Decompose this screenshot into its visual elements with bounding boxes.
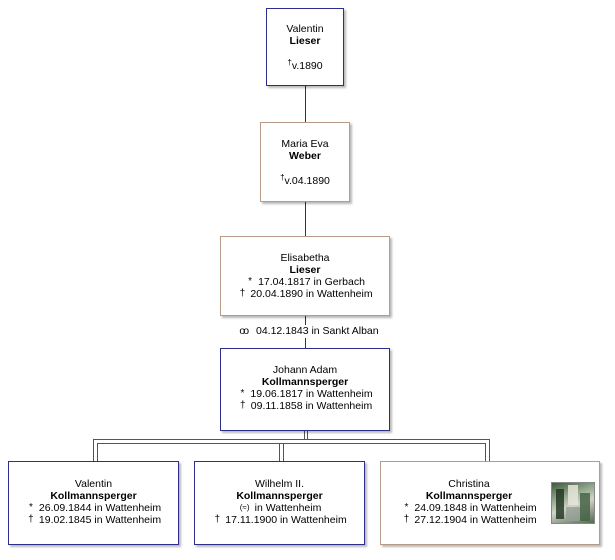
death-icon: † [28,514,34,525]
person-last-name: Kollmannsperger [425,490,513,502]
death-date: 17.11.1900 in Wattenheim [225,514,347,526]
birth-date: 17.04.1817 in Gerbach [258,276,365,288]
death-icon: † [403,514,410,525]
death-date: v.1890 [291,60,323,72]
death-icon: † [214,514,221,525]
birth-icon: * [248,276,253,287]
birth-date: 26.09.1844 in Wattenheim [38,502,162,514]
person-first-name: Christina [448,478,490,490]
person-last-name: Kollmannsperger [50,490,137,502]
death-date: 20.04.1890 in Wattenheim [250,288,373,300]
christening-icon: (≈) [239,503,250,512]
birth-event: * 24.09.1848 in Wattenheim [381,502,557,514]
children-connector-drop [97,443,98,461]
death-event: † 17.11.1900 in Wattenheim [195,514,364,526]
children-connector-drop [489,439,490,461]
person-first-name: Valentin [74,478,113,490]
death-date: 09.11.1858 in Wattenheim [250,400,373,412]
death-date: 27.12.1904 in Wattenheim [414,514,537,526]
children-connector-stem [307,431,308,439]
person-card-valentin-kollmannsperger[interactable]: Valentin Kollmannsperger * 26.09.1844 in… [8,461,179,545]
person-first-name: Elisabetha [280,252,330,264]
connector-line [305,86,306,122]
person-first-name: Wilhelm II. [254,478,304,490]
children-connector-bar [97,443,485,444]
children-connector-drop [279,443,280,461]
birth-icon: * [28,502,33,513]
person-card-wilhelm-kollmannsperger[interactable]: Wilhelm II. Kollmannsperger (≈) in Watte… [194,461,365,545]
death-icon: † [240,400,246,411]
person-card-elisabetha-lieser[interactable]: Elisabetha Lieser * 17.04.1817 in Gerbac… [220,236,390,316]
children-connector-stem [304,431,305,439]
person-last-name: Kollmannsperger [261,376,349,388]
death-event: † 27.12.1904 in Wattenheim [381,514,557,526]
marriage-info: oo 04.12.1843 in Sankt Alban [224,325,394,338]
death-event: † 09.11.1858 in Wattenheim [221,400,389,412]
death-date: v.04.1890 [284,175,330,187]
person-last-name: Weber [289,150,321,162]
birth-event: * 26.09.1844 in Wattenheim [9,502,178,514]
christening-event: (≈) in Wattenheim [195,502,364,514]
person-card-christina-kollmannsperger[interactable]: Christina Kollmannsperger * 24.09.1848 i… [380,461,600,545]
birth-event: * 19.06.1817 in Wattenheim [221,388,389,400]
person-card-maria-eva-weber[interactable]: Maria Eva Weber † v.04.1890 [260,122,350,202]
death-icon: † [280,173,285,182]
person-first-name: Johann Adam [272,364,338,376]
marriage-icon: oo [239,325,249,337]
death-event: † v.1890 [267,58,343,72]
death-date: 19.02.1845 in Wattenheim [38,514,162,526]
person-card-johann-adam-kollmannsperger[interactable]: Johann Adam Kollmannsperger * 19.06.1817… [220,348,390,431]
children-connector-drop [485,443,486,461]
death-event: † 20.04.1890 in Wattenheim [221,288,389,300]
person-card-valentin-lieser[interactable]: Valentin Lieser † v.1890 [266,8,344,86]
death-icon: † [239,288,246,299]
children-connector-drop [93,439,94,461]
birth-icon: * [404,502,409,513]
christening-place: in Wattenheim [254,502,322,514]
marriage-date: 04.12.1843 in Sankt Alban [256,325,379,337]
birth-icon: * [240,388,245,399]
person-last-name: Lieser [289,264,321,276]
person-last-name: Kollmannsperger [236,490,323,502]
person-last-name: Lieser [289,35,321,47]
birth-date: 19.06.1817 in Wattenheim [250,388,373,400]
person-first-name: Valentin [286,23,324,35]
death-event: † 19.02.1845 in Wattenheim [9,514,178,526]
children-connector-drop [283,443,284,461]
person-photo-thumbnail[interactable] [551,482,595,524]
connector-line [305,202,306,236]
birth-date: 24.09.1848 in Wattenheim [414,502,537,514]
death-icon: † [287,58,292,67]
person-first-name: Maria Eva [281,138,329,150]
death-event: † v.04.1890 [261,173,349,187]
children-connector-bar [93,439,489,440]
birth-event: * 17.04.1817 in Gerbach [221,276,389,288]
